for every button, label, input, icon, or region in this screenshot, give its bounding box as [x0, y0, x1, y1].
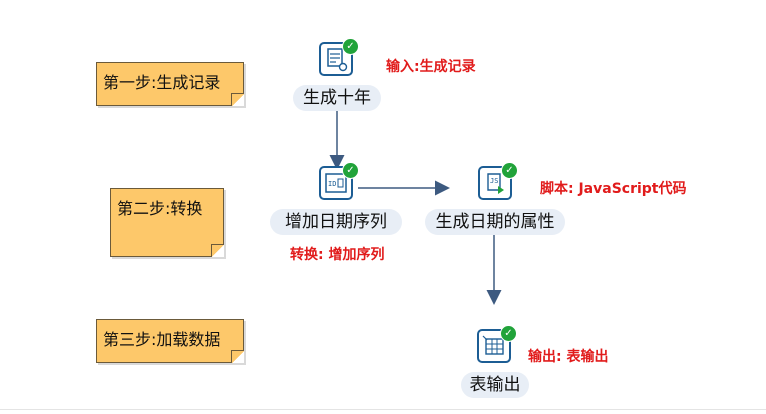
step-generate-annotation: 输入:生成记录 [386, 59, 476, 75]
note-step3[interactable]: 第三步:加载数据 [96, 319, 244, 363]
step-attributes-annotation: 脚本: JavaScript代码 [540, 181, 687, 197]
check-icon: ✓ [342, 162, 359, 179]
step-output-annotation: 输出: 表输出 [528, 349, 609, 365]
note-fold [231, 350, 244, 363]
note-step3-text: 第三步:加载数据 [103, 330, 221, 349]
check-icon: ✓ [501, 162, 518, 179]
step-sequence-annotation: 转换: 增加序列 [290, 247, 385, 263]
svg-text:JS: JS [490, 177, 498, 185]
step-attributes[interactable]: JS ✓ [478, 162, 518, 206]
step-generate-label[interactable]: 生成十年 [293, 85, 381, 111]
step-output[interactable]: ✓ [477, 325, 517, 369]
note-step2-text: 第二步:转换 [117, 199, 203, 218]
check-icon: ✓ [342, 38, 359, 55]
check-icon: ✓ [500, 325, 517, 342]
note-fold [231, 93, 244, 106]
note-fold [211, 244, 224, 257]
step-output-label[interactable]: 表输出 [461, 372, 529, 398]
step-sequence-label[interactable]: 增加日期序列 [270, 209, 402, 235]
step-generate[interactable]: ✓ [319, 38, 359, 82]
step-attributes-label[interactable]: 生成日期的属性 [425, 209, 565, 235]
svg-text:ID: ID [328, 180, 336, 188]
note-step1[interactable]: 第一步:生成记录 [96, 62, 244, 106]
note-step1-text: 第一步:生成记录 [103, 73, 221, 92]
canvas-bottom-divider [0, 409, 766, 410]
step-sequence[interactable]: ID ✓ [319, 162, 359, 206]
note-step2[interactable]: 第二步:转换 [110, 188, 224, 257]
